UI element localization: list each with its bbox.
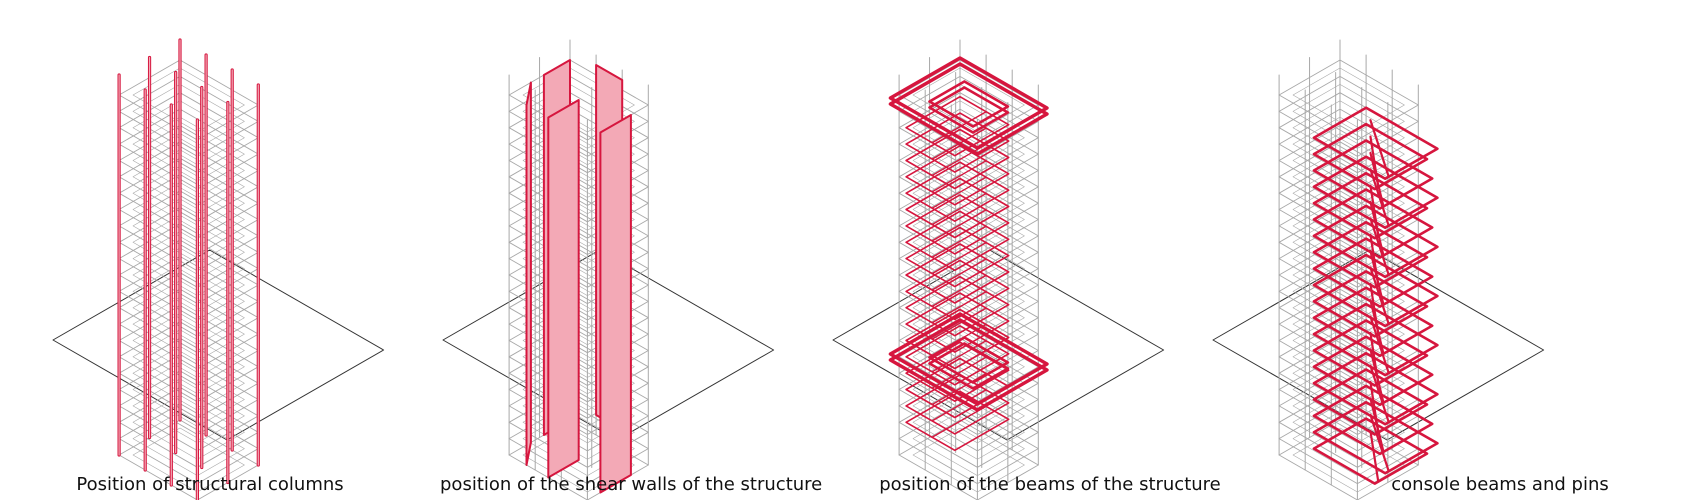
console-pin [1369,430,1380,483]
floor-beam [931,307,987,340]
floor-slab [118,174,259,255]
floor-beam [931,225,987,258]
caption-shear-walls: position of the shear walls of the struc… [440,474,823,495]
floor-beam [931,192,987,226]
floor-slab [118,386,259,468]
floor-beam [905,226,1010,288]
shear-wall [599,114,632,494]
floor-slab [118,239,259,321]
floor-beam [931,160,987,193]
floor-beam [905,194,1010,255]
console-beam [1312,221,1429,289]
site-plane [832,249,1165,441]
console-beam [1312,384,1434,456]
console-beam [1312,188,1434,259]
console-beam [1312,335,1434,407]
floor-slab [118,108,259,190]
console-beam [1312,122,1429,191]
tower-diagram-columns [52,38,385,500]
console-beam [1312,237,1434,308]
highlight-beams [888,56,1049,452]
floor-beam [931,258,987,291]
floor-beam [905,145,1010,206]
floor-slab [118,190,259,272]
floor-slab [118,206,259,288]
floor-beam [905,275,1010,337]
floor-slab [118,157,259,239]
tower-diagram-shear-walls [442,39,775,500]
floor-beam [905,161,1010,222]
highlight-console-beams [1312,106,1439,485]
console-beam [1312,106,1439,180]
caption-beams: position of the beams of the structure [879,474,1221,495]
console-beam [1312,400,1439,475]
floor-beam [931,389,987,422]
transfer-beam [888,318,1049,412]
console-beam [1312,286,1434,358]
console-beam [1312,155,1439,230]
console-beam [1312,253,1439,328]
floor-beam [931,111,987,144]
console-beam [1312,302,1439,377]
floor-beam [905,177,1010,239]
floor-slab [1278,59,1419,141]
floor-slab [118,75,259,157]
caption-console-beams: console beams and pins [1391,474,1609,495]
console-beam [1312,368,1429,436]
transfer-beam [928,80,1010,128]
floor-slab [118,305,259,386]
floor-beam [905,292,1010,353]
console-beam [1312,139,1434,210]
floor-beam [931,209,987,242]
floor-beam [931,274,987,308]
floor-slab [118,288,259,370]
floor-slab [118,59,259,141]
floor-beam [905,128,1010,190]
floor-slab [118,141,259,223]
floor-beam [931,291,987,324]
floor-slab [898,59,1039,141]
floor-beam [905,243,1010,304]
floor-beam [905,112,1010,173]
floor-slab [118,92,259,174]
floor-slab [118,223,259,305]
transfer-beam [928,342,1010,390]
floor-slab [118,337,259,419]
floor-beam [905,390,1010,452]
tower-diagram-console-beams [1212,39,1545,500]
floor-slab [118,255,259,337]
transfer-beam [928,86,1010,134]
shear-wall [547,99,580,479]
floor-beam [905,210,1010,272]
console-beam [1312,171,1429,240]
site-outline [52,249,385,441]
tower-diagram-beams [832,39,1165,500]
highlight-shear-walls [525,59,632,494]
floor-beam [931,176,987,209]
columns [117,38,260,500]
shear-wall [525,81,532,466]
site-plane [52,249,385,441]
console-beam [1312,319,1429,387]
console-beam [1312,204,1439,279]
transfer-beam [888,312,1049,406]
floor-slab [118,370,259,452]
console-beam [1312,417,1429,485]
transfer-beam [888,56,1049,150]
floor-beam [931,241,987,275]
floor-slab [118,125,259,206]
console-beam [1312,270,1429,338]
caption-structural-columns: Position of structural columns [76,474,344,495]
floor-beam [905,308,1010,370]
site-outline [832,249,1165,441]
floor-beam [905,259,1010,321]
transfer-beam [928,336,1010,384]
floor-slab [118,354,259,435]
floor-beam [905,324,1010,386]
console-beam [1312,351,1439,426]
transfer-beam [888,62,1049,156]
floor-slab [118,272,259,354]
